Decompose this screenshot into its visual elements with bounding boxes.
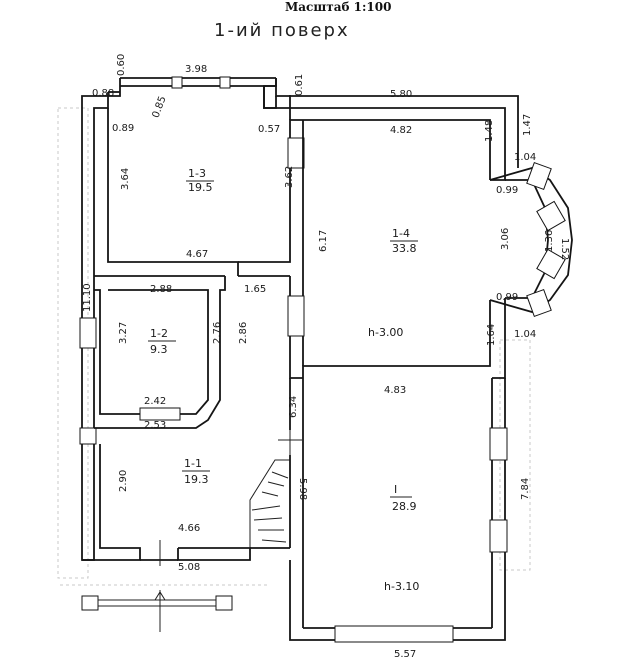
room-1-1-area: 19.3 bbox=[184, 473, 209, 486]
dimension-labels: 0.60 3.98 0.88 0.85 0.61 5.80 0.89 0.57 … bbox=[82, 54, 570, 660]
dim-5-08: 5.08 bbox=[178, 562, 200, 573]
dim-3-62: 3.62 bbox=[284, 166, 295, 188]
dim-4-83: 4.83 bbox=[384, 385, 406, 396]
dim-6-17: 6.17 bbox=[318, 230, 329, 252]
dim-4-82: 4.82 bbox=[390, 125, 412, 136]
dim-11-10: 11.10 bbox=[82, 283, 93, 312]
dim-6-34: 6.34 bbox=[288, 396, 299, 418]
height-1: h-3.00 bbox=[368, 326, 403, 339]
room-I-area: 28.9 bbox=[392, 500, 417, 513]
dim-4-66: 4.66 bbox=[178, 523, 200, 534]
dim-5-80: 5.80 bbox=[390, 89, 412, 100]
dim-4-67: 4.67 bbox=[186, 249, 208, 260]
dim-0-85: 0.85 bbox=[151, 95, 169, 120]
room-1-1-name: 1-1 bbox=[184, 457, 202, 470]
dim-0-57: 0.57 bbox=[258, 124, 280, 135]
room-1-4-name: 1-4 bbox=[392, 227, 410, 240]
dim-2-42: 2.42 bbox=[144, 396, 166, 407]
dim-0-61: 0.61 bbox=[294, 74, 305, 96]
room-1-3-name: 1-3 bbox=[188, 167, 206, 180]
dim-2-88: 2.88 bbox=[150, 284, 172, 295]
dim-1-47: 1.47 bbox=[522, 114, 533, 136]
room-1-4-area: 33.8 bbox=[392, 242, 417, 255]
outer-walls bbox=[79, 76, 573, 643]
dim-1-65: 1.65 bbox=[244, 284, 266, 295]
dim-1-52: 1.52 bbox=[559, 238, 570, 260]
interior-walls bbox=[94, 108, 305, 549]
dim-2-76: 2.76 bbox=[212, 322, 223, 344]
dim-1-64: 1.64 bbox=[486, 324, 497, 346]
dim-1-48: 1.48 bbox=[484, 120, 495, 142]
dim-0-99-top: 0.99 bbox=[496, 185, 518, 196]
dim-3-06: 3.06 bbox=[500, 228, 511, 250]
dim-3-64: 3.64 bbox=[120, 168, 131, 190]
room-1-2-area: 9.3 bbox=[150, 343, 168, 356]
dim-2-90: 2.90 bbox=[118, 470, 129, 492]
dim-3-27: 3.27 bbox=[118, 322, 129, 344]
dim-0-89: 0.89 bbox=[112, 123, 134, 134]
dim-7-84: 7.84 bbox=[520, 478, 531, 500]
scale-label: Масштаб 1:100 bbox=[285, 0, 391, 14]
dim-5-98: 5.98 bbox=[297, 478, 308, 500]
dim-5-57: 5.57 bbox=[394, 649, 416, 660]
dim-0-60: 0.60 bbox=[116, 54, 127, 76]
dim-3-98: 3.98 bbox=[185, 64, 207, 75]
dim-0-88: 0.88 bbox=[92, 88, 114, 99]
room-I-name: I bbox=[394, 483, 397, 496]
floor-title: 1-ий поверх bbox=[214, 20, 350, 41]
room-1-2-name: 1-2 bbox=[150, 327, 168, 340]
height-2: h-3.10 bbox=[384, 580, 419, 593]
room-1-3-area: 19.5 bbox=[188, 181, 213, 194]
dim-1-04-bottom: 1.04 bbox=[514, 329, 536, 340]
dim-1-36: 1.36 bbox=[544, 230, 555, 252]
stair bbox=[249, 428, 302, 548]
dim-0-99-bottom: 0.99 bbox=[496, 292, 518, 303]
dim-1-04-top: 1.04 bbox=[514, 152, 536, 163]
dim-2-53: 2.53 bbox=[144, 420, 166, 431]
room-labels: 1-3 19.5 1-4 33.8 1-2 9.3 1-1 19.3 I 28.… bbox=[148, 167, 419, 593]
dim-2-86: 2.86 bbox=[238, 322, 249, 344]
